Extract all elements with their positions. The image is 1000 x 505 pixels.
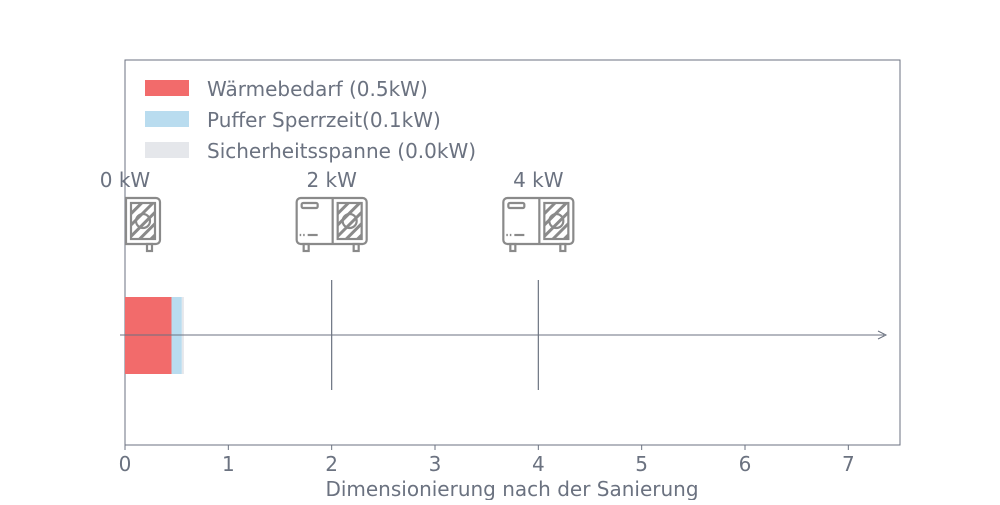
heat-pump-label-2: 4 kW xyxy=(513,168,564,192)
x-axis-label: Dimensionierung nach der Sanierung xyxy=(325,477,698,500)
heat-pump-label-1: 2 kW xyxy=(306,168,357,192)
heat-pump-icon xyxy=(502,196,575,253)
legend-label-2: Sicherheitsspanne (0.0kW) xyxy=(207,139,476,163)
heat-pump-icon xyxy=(295,196,368,253)
x-tick-label: 1 xyxy=(222,452,235,476)
x-tick-label: 0 xyxy=(119,452,132,476)
x-tick-label: 3 xyxy=(429,452,442,476)
x-tick-label: 5 xyxy=(635,452,648,476)
legend-label-1: Puffer Sperrzeit(0.1kW) xyxy=(207,108,441,132)
x-tick-label: 2 xyxy=(325,452,338,476)
legend-swatch-0 xyxy=(145,80,189,96)
x-tick-label: 4 xyxy=(532,452,545,476)
heat-pump-icon xyxy=(125,196,162,253)
plot-frame xyxy=(124,59,901,446)
legend-swatch-2 xyxy=(145,142,189,158)
axis-arrow-icon xyxy=(877,330,888,340)
legend-swatch-1 xyxy=(145,111,189,127)
legend: Wärmebedarf (0.5kW) Puffer Sperrzeit(0.1k… xyxy=(145,77,476,163)
x-tick-label: 6 xyxy=(739,452,752,476)
heat-pump-label-0: 0 kW xyxy=(100,168,151,192)
x-tick-label: 7 xyxy=(842,452,855,476)
legend-label-0: Wärmebedarf (0.5kW) xyxy=(207,77,428,101)
